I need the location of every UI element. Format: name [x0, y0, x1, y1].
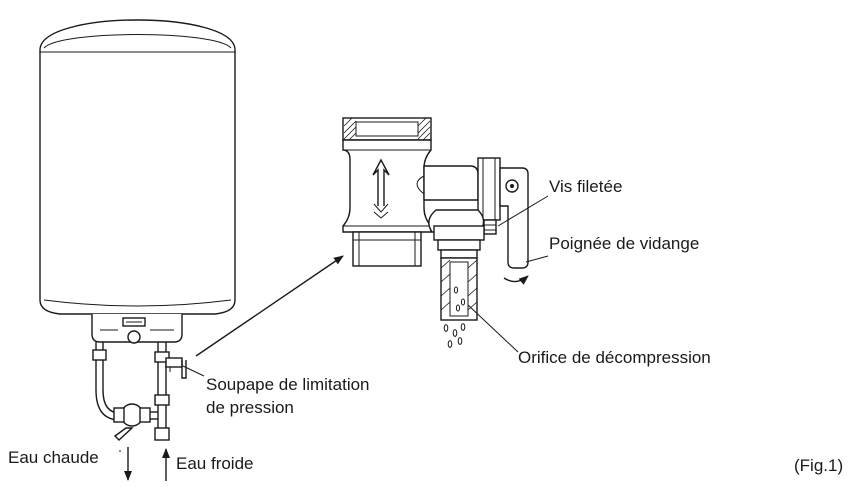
label-soupape-line2: de pression — [206, 398, 294, 417]
thermostat-box — [91, 314, 183, 344]
label-eau-froide: Eau froide — [176, 454, 254, 473]
hot-water-pipe — [92, 342, 158, 441]
label-vis-filetee: Vis filetée — [549, 177, 622, 196]
relief-valve-small — [165, 357, 187, 379]
drain-handle — [499, 167, 529, 269]
label-orifice-decompression: Orifice de décompression — [518, 348, 711, 367]
leader-vis — [497, 195, 549, 227]
water-drops — [443, 323, 466, 348]
label-fig: (Fig.1) — [794, 456, 843, 475]
rotation-arrow — [503, 275, 529, 285]
label-poignee-vidange: Poignée de vidange — [549, 234, 699, 253]
label-eau-chaude: Eau chaude — [8, 448, 99, 467]
discharge-tube — [440, 257, 478, 321]
water-heater-tank — [39, 19, 236, 315]
top-nut — [342, 117, 432, 141]
leader-soupape — [182, 365, 205, 377]
leader-orifice — [467, 304, 519, 353]
flow-direction-arrow — [372, 158, 390, 219]
label-soupape-line1: Soupape de limitation — [206, 375, 370, 394]
hot-water-valve — [113, 403, 158, 441]
safety-valve-enlarged — [342, 117, 529, 348]
cold-water-pipe — [154, 342, 187, 441]
leader-poignee — [525, 255, 549, 263]
threaded-screw — [483, 219, 497, 235]
leader-arrow — [195, 255, 344, 357]
